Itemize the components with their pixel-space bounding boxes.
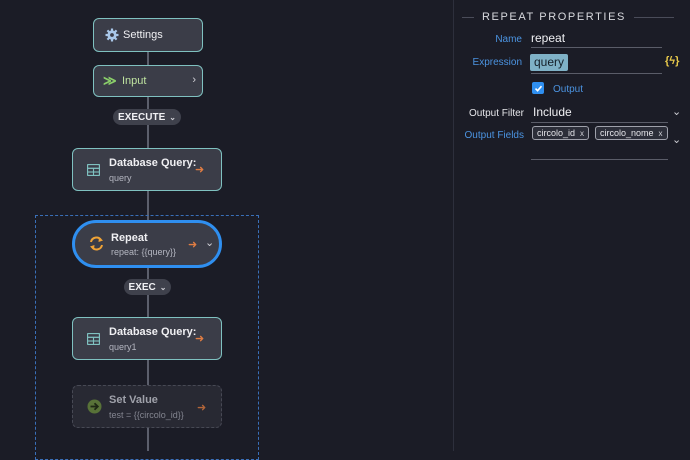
node-subtitle: query1 [109, 342, 137, 352]
close-icon[interactable]: x [580, 128, 585, 138]
chevron-right-icon: › [192, 74, 196, 86]
name-input[interactable]: repeat [531, 31, 566, 45]
repeat-icon [88, 235, 105, 257]
set-value-node[interactable]: Set Value test = {{circolo_id}} ➜ [72, 385, 222, 428]
name-label: Name [495, 34, 522, 45]
exec-dropdown[interactable]: EXEC ⌄ [124, 279, 171, 295]
expression-toggle-icon[interactable]: {ϟ} [665, 55, 680, 67]
input-label: Input [122, 75, 147, 87]
output-filter-label: Output Filter [468, 108, 524, 119]
header-line [462, 16, 474, 18]
execute-label: EXECUTE [118, 111, 166, 123]
repeat-node[interactable]: Repeat repeat: {{query}} ➜ ⌄ [72, 220, 222, 268]
output-fields-underline [531, 159, 668, 160]
node-subtitle: test = {{circolo_id}} [109, 410, 184, 420]
database-query-node[interactable]: Database Query: query ➜ [72, 148, 222, 191]
header-line [633, 16, 674, 18]
chevron-down-icon: ⌄ [169, 112, 176, 122]
flow-connector [147, 52, 149, 65]
panel-divider [453, 0, 454, 451]
flow-connector [147, 191, 149, 220]
flow-connector [147, 294, 149, 317]
output-checkbox[interactable] [532, 82, 544, 94]
input-node[interactable]: ≫ Input › [93, 65, 203, 97]
close-icon[interactable]: x [658, 128, 663, 138]
flow-connector [147, 428, 149, 451]
name-input-underline [531, 47, 662, 48]
chip-label: circolo_id [537, 128, 576, 138]
flow-connector [147, 360, 149, 385]
table-icon [86, 332, 101, 350]
expression-input[interactable]: query [530, 54, 569, 71]
settings-node[interactable]: Settings [93, 18, 203, 52]
database-query-node[interactable]: Database Query: query1 ➜ [72, 317, 222, 360]
node-subtitle: repeat: {{query}} [111, 247, 177, 257]
arrow-right-circle-icon [87, 399, 102, 419]
panel-header: REPEAT PROPERTIES [462, 11, 674, 23]
chevron-down-icon: ⌄ [159, 282, 167, 292]
exec-label: EXEC [128, 281, 156, 293]
node-title: Set Value [109, 394, 158, 406]
flow-connector [147, 268, 149, 279]
settings-label: Settings [123, 29, 163, 41]
flow-canvas[interactable]: Settings ≫ Input › EXECUTE ⌄ Database Qu… [0, 0, 453, 460]
output-field-chip[interactable]: circolo_id x [532, 126, 590, 140]
flow-connector [147, 125, 149, 148]
chevron-down-icon[interactable]: ⌄ [672, 134, 682, 146]
chevron-down-icon[interactable]: ⌄ [205, 237, 215, 249]
output-filter-underline [531, 122, 668, 123]
double-chevron-right-icon: ≫ [103, 73, 117, 88]
node-title: Repeat [111, 232, 148, 244]
gear-icon [105, 28, 119, 42]
output-filter-select[interactable]: Include [533, 105, 572, 119]
exit-icon[interactable]: ➜ [195, 333, 205, 345]
output-label[interactable]: Output [553, 84, 584, 95]
chevron-down-icon[interactable]: ⌄ [672, 106, 682, 118]
chip-label: circolo_nome [600, 128, 654, 138]
exit-icon[interactable]: ➜ [195, 164, 205, 176]
node-title: Database Query: [109, 157, 197, 169]
flow-connector [147, 97, 149, 109]
node-subtitle: query [109, 173, 132, 183]
expression-label: Expression [472, 57, 522, 68]
expression-input-underline [531, 73, 662, 74]
output-fields-label: Output Fields [464, 130, 524, 141]
exit-icon[interactable]: ➜ [188, 239, 198, 251]
checkmark-icon [534, 85, 542, 92]
node-title: Database Query: [109, 326, 197, 338]
output-field-chip[interactable]: circolo_nome x [595, 126, 668, 140]
exit-icon[interactable]: ➜ [197, 402, 207, 414]
properties-panel: REPEAT PROPERTIES Name repeat Expression… [454, 0, 690, 451]
table-icon [86, 163, 101, 181]
panel-title: REPEAT PROPERTIES [482, 11, 626, 23]
execute-dropdown[interactable]: EXECUTE ⌄ [113, 109, 181, 125]
